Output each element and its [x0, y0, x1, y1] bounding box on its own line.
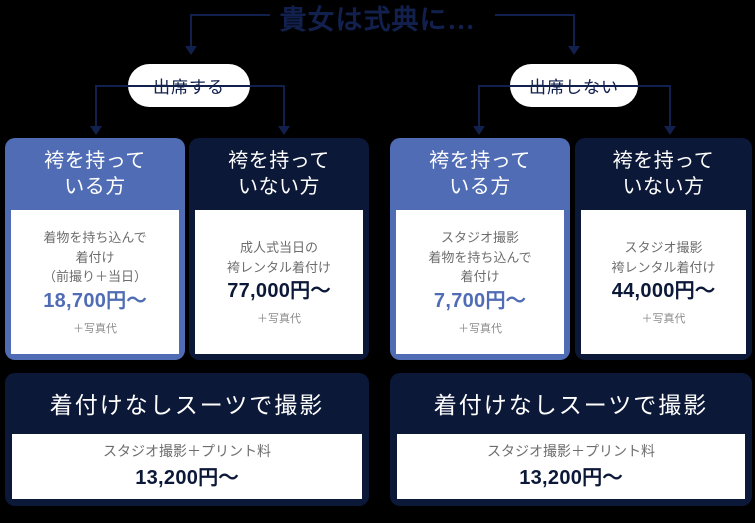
- option-card-2[interactable]: 袴を持って いない方 成人式当日の 袴レンタル着付け 77,000円〜 ＋写真代: [189, 138, 369, 360]
- suit-plan-card-right-header: 着付けなしスーツで撮影: [433, 393, 709, 418]
- option-card-2-price: 77,000円〜: [227, 280, 331, 303]
- connector-card1-vertical: [95, 85, 97, 127]
- option-card-2-desc-line1: 成人式当日の: [239, 240, 318, 256]
- suit-plan-card-right-desc: スタジオ撮影＋プリント料: [487, 443, 655, 460]
- connector-title-left-vertical: [190, 14, 192, 47]
- option-card-4-price: 44,000円〜: [611, 280, 716, 303]
- option-card-4-desc-line2: 袴レンタル着付け: [611, 259, 716, 275]
- suit-plan-card-right[interactable]: 着付けなしスーツで撮影 スタジオ撮影＋プリント料 13,200円〜: [390, 373, 752, 506]
- suit-plan-card-left[interactable]: 着付けなしスーツで撮影 スタジオ撮影＋プリント料 13,200円〜: [5, 373, 369, 506]
- option-card-2-header-line1: 袴を持って: [228, 150, 330, 172]
- option-card-2-desc-line2: 袴レンタル着付け: [226, 259, 331, 275]
- suit-plan-card-left-body: スタジオ撮影＋プリント料 13,200円〜: [12, 434, 362, 499]
- option-card-1-header-line1: 袴を持って: [44, 150, 146, 172]
- option-card-3-price: 7,700円〜: [433, 289, 527, 312]
- option-card-1-header-line2: いる方: [64, 175, 126, 198]
- option-card-4-body: スタジオ撮影 袴レンタル着付け 44,000円〜 ＋写真代: [581, 210, 746, 354]
- suit-plan-card-right-price: 13,200円〜: [519, 466, 623, 489]
- suit-plan-card-right-body: スタジオ撮影＋プリント料 13,200円〜: [397, 434, 745, 499]
- arrow-title-to-left-pill: [185, 46, 197, 55]
- option-card-4-note: ＋写真代: [641, 313, 686, 326]
- connector-card3-vertical: [478, 85, 480, 127]
- pill-attend-label: 出席する: [153, 78, 225, 97]
- pill-not-attend-label: 出席しない: [529, 78, 619, 97]
- option-card-1-desc-line1: 着物を持ち込んで: [43, 230, 147, 246]
- option-card-2-header-line2: いない方: [238, 175, 320, 198]
- arrow-to-card-2: [278, 126, 290, 135]
- option-card-4-header: 袴を持って いない方: [575, 138, 752, 210]
- option-card-3-header-line1: 袴を持って: [429, 150, 531, 172]
- suit-plan-card-left-desc: スタジオ撮影＋プリント料: [103, 443, 271, 460]
- connector-card4-vertical: [669, 85, 671, 127]
- option-card-2-note: ＋写真代: [257, 313, 301, 326]
- option-card-3-desc-line2: 着物を持ち込んで: [428, 249, 532, 265]
- option-card-4-header-line2: いない方: [622, 175, 705, 198]
- option-card-1-header: 袴を持って いる方: [5, 138, 185, 210]
- arrow-title-to-right-pill: [568, 46, 580, 55]
- option-card-3-header: 袴を持って いる方: [390, 138, 570, 210]
- connector-title-left-horizontal: [190, 14, 270, 16]
- option-card-3-desc-line3: 着付け: [460, 269, 500, 285]
- option-card-4[interactable]: 袴を持って いない方 スタジオ撮影 袴レンタル着付け 44,000円〜 ＋写真代: [575, 138, 752, 360]
- option-card-3-desc-line1: スタジオ撮影: [440, 230, 519, 246]
- option-card-1-note: ＋写真代: [73, 322, 117, 335]
- option-card-3-header-line2: いる方: [449, 175, 511, 198]
- arrow-to-card-3: [473, 126, 485, 135]
- option-card-2-body: 成人式当日の 袴レンタル着付け 77,000円〜 ＋写真代: [195, 210, 363, 354]
- option-card-1-desc-line2: 着付け: [75, 249, 115, 265]
- option-card-3-body: スタジオ撮影 着物を持ち込んで 着付け 7,700円〜 ＋写真代: [396, 210, 564, 354]
- arrow-to-card-4: [664, 126, 676, 135]
- option-card-3[interactable]: 袴を持って いる方 スタジオ撮影 着物を持ち込んで 着付け 7,700円〜 ＋写…: [390, 138, 570, 360]
- suit-plan-card-left-header: 着付けなしスーツで撮影: [49, 393, 325, 418]
- connector-card2-vertical: [283, 85, 285, 127]
- page-title: 貴女は式典に…: [279, 5, 476, 35]
- connector-left-pill-split: [95, 85, 285, 87]
- option-card-4-desc-line1: スタジオ撮影: [624, 240, 703, 256]
- connector-title-right-horizontal: [495, 14, 575, 16]
- option-card-1-price: 18,700円〜: [43, 289, 147, 312]
- suit-plan-card-left-price: 13,200円〜: [135, 466, 239, 489]
- option-card-2-header: 袴を持って いない方: [189, 138, 369, 210]
- option-card-1-desc-line3: （前撮り＋当日）: [42, 269, 147, 285]
- connector-title-right-vertical: [573, 14, 575, 47]
- connector-right-pill-split: [478, 85, 671, 87]
- option-card-4-header-line1: 袴を持って: [612, 150, 715, 172]
- option-card-1[interactable]: 袴を持って いる方 着物を持ち込んで 着付け （前撮り＋当日） 18,700円〜…: [5, 138, 185, 360]
- option-card-1-body: 着物を持ち込んで 着付け （前撮り＋当日） 18,700円〜 ＋写真代: [11, 210, 179, 354]
- arrow-to-card-1: [90, 126, 102, 135]
- option-card-3-note: ＋写真代: [458, 322, 502, 335]
